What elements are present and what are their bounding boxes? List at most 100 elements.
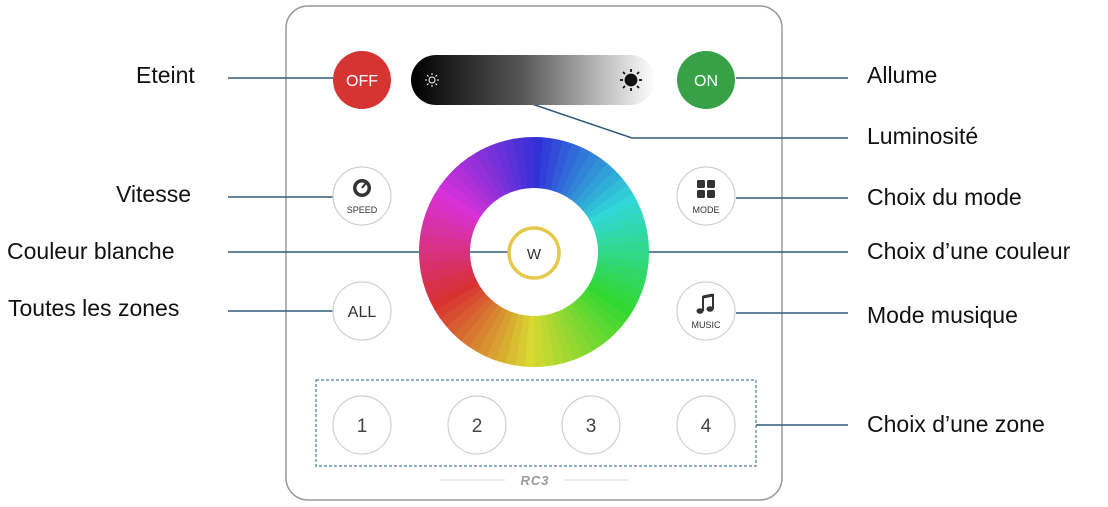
zone-button-3-label: 3 [586,416,597,437]
color-wheel-segment[interactable] [544,313,565,366]
color-wheel-segment[interactable] [595,262,648,283]
color-wheel-segment[interactable] [586,283,635,319]
color-wheel-segment[interactable] [439,177,486,216]
color-wheel-segment[interactable] [555,143,584,195]
speed-button[interactable]: SPEED [332,166,392,226]
label-off: Eteint [136,62,195,88]
sun-small-icon [425,73,439,87]
on-button-label: ON [694,73,718,90]
color-wheel-segment[interactable] [459,300,498,347]
zone-button-4[interactable]: 4 [676,395,736,455]
color-wheel-segment[interactable] [420,221,473,242]
color-wheel-segment[interactable] [595,221,648,242]
color-wheel-segment[interactable] [445,292,490,335]
label-color: Choix d’une couleur [867,238,1071,264]
mode-button[interactable]: MODE [676,166,736,226]
color-wheel-segment[interactable] [570,300,609,347]
label-mode: Choix du mode [867,184,1022,210]
color-wheel-segment[interactable] [429,278,479,311]
color-wheel-segment[interactable] [439,288,486,327]
leader-lines [228,77,848,426]
color-wheel-segment[interactable] [484,143,513,195]
speedometer-icon [353,179,371,197]
color-wheel-segment[interactable] [574,296,617,341]
zone-button-1[interactable]: 1 [332,395,392,455]
label-white: Couleur blanche [7,238,175,264]
label-speed: Vitesse [116,181,191,207]
color-wheel-segment[interactable] [522,137,536,189]
color-wheel-segment[interactable] [589,193,639,226]
color-wheel-segment[interactable] [565,151,601,200]
on-button[interactable]: ON [677,51,735,109]
color-wheel-segment[interactable] [475,147,508,197]
leader-brightness [531,103,848,139]
color-wheel-segment[interactable] [597,240,649,254]
color-wheel-segment[interactable] [544,138,565,191]
color-wheel-segment[interactable] [467,304,503,353]
color-wheel-segment[interactable] [560,147,593,197]
music-button[interactable]: MUSIC [676,281,736,341]
color-wheel-segment[interactable] [419,250,471,264]
color-wheel-segment[interactable] [591,273,643,302]
zone-group-frame [315,379,757,467]
color-wheel-segment[interactable] [420,262,473,283]
color-wheel-segment[interactable] [586,185,635,221]
color-wheel-segment[interactable] [574,163,617,208]
sun-large-icon [620,69,642,91]
color-wheel-segment[interactable] [503,313,524,366]
color-wheel-segment[interactable] [459,157,498,204]
color-wheel-segment[interactable] [593,267,646,293]
color-wheel-segment[interactable] [429,193,479,226]
color-wheel-segment[interactable] [451,296,494,341]
color-wheel-segment[interactable] [570,157,609,204]
color-wheel-segment[interactable] [582,177,629,216]
color-wheel-segment[interactable] [565,304,601,353]
off-button[interactable]: OFF [333,51,391,109]
color-wheel-segment[interactable] [484,309,513,361]
label-brightness: Luminosité [867,123,978,149]
color-wheel-segment[interactable] [549,140,575,193]
color-wheel-segment[interactable] [593,211,646,237]
color-wheel-segment[interactable] [493,311,519,364]
color-wheel-segment[interactable] [433,185,482,221]
label-music: Mode musique [867,302,1018,328]
zone-button-2[interactable]: 2 [447,395,507,455]
all-button-label: ALL [348,304,377,321]
color-wheel-segment[interactable] [425,273,477,302]
color-wheel-segment[interactable] [578,169,623,212]
color-wheel[interactable] [419,137,649,367]
color-wheel-segment[interactable] [589,278,639,311]
white-button-label: W [527,246,542,263]
music-button-label: MUSIC [692,320,722,330]
color-wheel-segment[interactable] [560,307,593,357]
four-squares-icon [697,180,715,198]
color-wheel-segment[interactable] [422,211,475,237]
zone-button-1-label: 1 [357,416,368,437]
color-wheel-segment[interactable] [445,169,490,212]
color-wheel-segment[interactable] [532,315,546,367]
white-button[interactable]: W [507,226,561,280]
label-all-zones: Toutes les zones [8,295,179,321]
color-wheel-segment[interactable] [475,307,508,357]
color-wheel-segment[interactable] [425,202,477,231]
mode-button-label: MODE [693,205,720,215]
label-on: Allume [867,62,937,88]
color-wheel-segment[interactable] [591,202,643,231]
color-wheel-segment[interactable] [433,283,482,319]
zone-button-3[interactable]: 3 [561,395,621,455]
all-button[interactable]: ALL [332,281,392,341]
color-wheel-segment[interactable] [549,311,575,364]
color-wheel-segment[interactable] [503,138,524,191]
color-wheel-segment[interactable] [582,288,629,327]
color-wheel-segment[interactable] [493,140,519,193]
brand-logo: RC3 [520,473,549,488]
zone-button-2-label: 2 [472,416,483,437]
color-wheel-segment[interactable] [578,292,623,335]
color-wheel-segment[interactable] [467,151,503,200]
color-wheel-segment[interactable] [451,163,494,208]
color-wheel-segment[interactable] [422,267,475,293]
brightness-slider[interactable] [411,55,655,105]
color-wheel-segment[interactable] [555,309,584,361]
music-note-icon [696,293,714,314]
